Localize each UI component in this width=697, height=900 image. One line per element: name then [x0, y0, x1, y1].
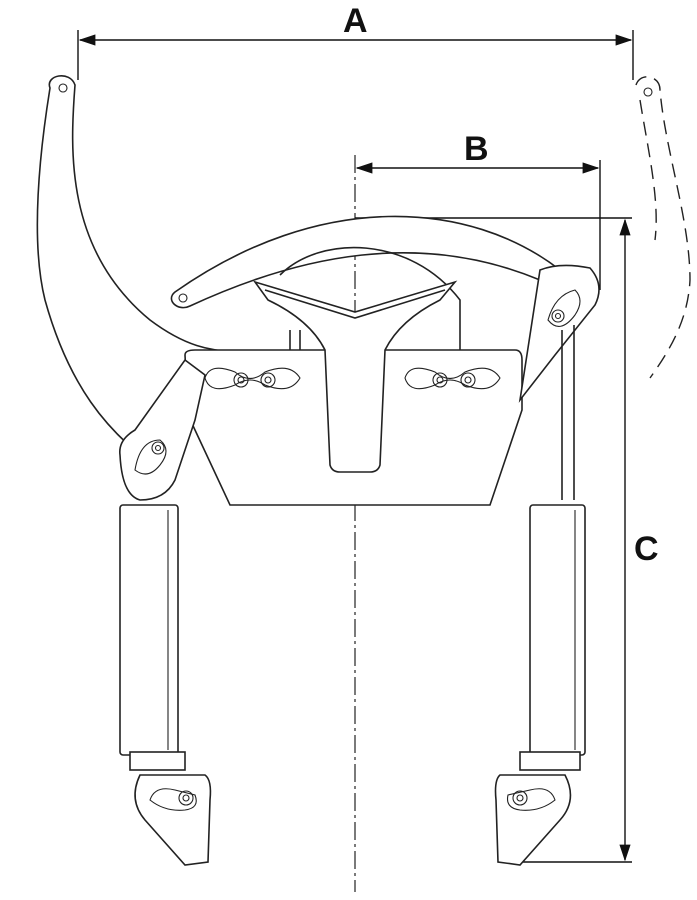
pivot-hole [58, 83, 68, 93]
dimension-c: C [355, 217, 659, 863]
pivot-hole [643, 87, 653, 97]
dimension-c-label: C [634, 530, 659, 568]
right-foot [494, 774, 572, 866]
dimension-a-label: A [343, 2, 368, 40]
right-cylinder [519, 504, 586, 771]
slot-right [404, 367, 501, 390]
center-jaw [252, 280, 458, 473]
left-cylinder [119, 504, 186, 771]
left-linkage [118, 358, 206, 501]
slot-left [204, 367, 301, 390]
right-arm-open-position [635, 76, 691, 379]
right-linkage [518, 264, 600, 500]
dimension-a: A [77, 2, 634, 80]
dimension-b-label: B [464, 130, 489, 168]
dimension-b: B [355, 130, 601, 290]
main-body [184, 280, 523, 506]
left-foot [134, 774, 212, 866]
